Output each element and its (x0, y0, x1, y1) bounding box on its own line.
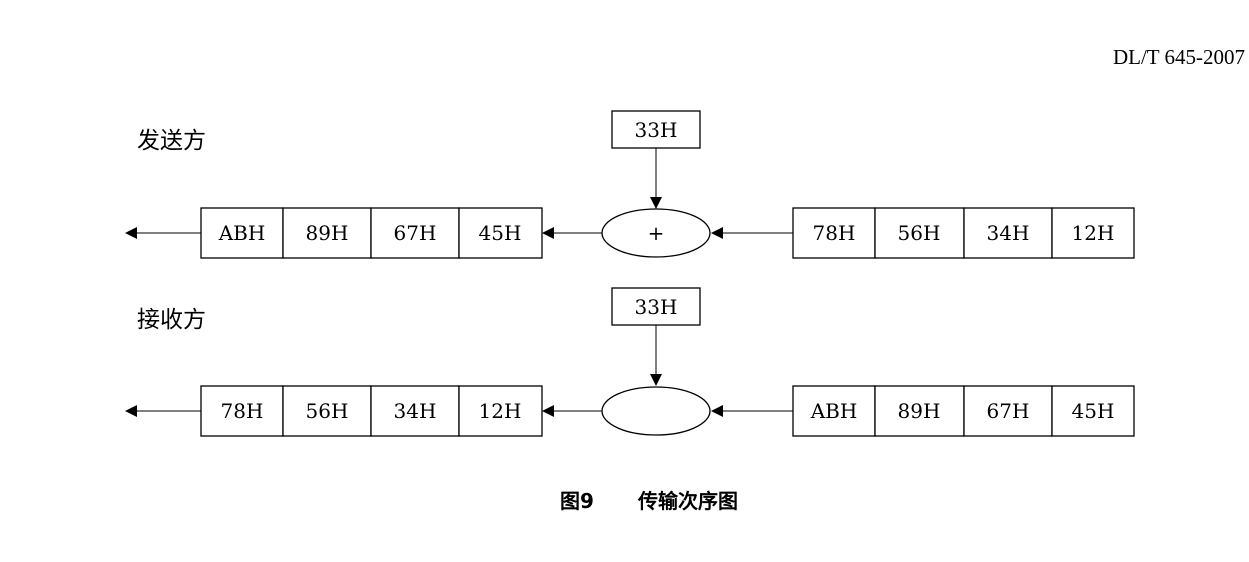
sender-input-text: 56H (898, 221, 941, 245)
receiver-input-cell (874, 385, 965, 437)
sender-operator-symbol: + (648, 221, 665, 245)
receiver-constant-box: 33H (611, 287, 701, 326)
receiver-output-text: 56H (306, 399, 349, 423)
receiver-input-cell (792, 385, 876, 437)
sender-output-text: 45H (479, 221, 522, 245)
receiver-input-text: 45H (1072, 399, 1115, 423)
figure-title: 传输次序图 (637, 489, 738, 513)
receiver-output-cell (458, 385, 543, 437)
sender-input-text: 12H (1072, 221, 1115, 245)
receiver-input-arrowhead (711, 405, 723, 417)
sender-label: 发送方 (137, 128, 206, 154)
receiver-input-text: ABH (810, 399, 858, 423)
receiver-output-cell (200, 385, 284, 437)
sender-down-arrowhead (650, 197, 662, 209)
sender-constant-text: 33H (635, 118, 678, 142)
receiver-operator-node (601, 386, 711, 436)
receiver-input-bytes: ABH 89H 67H 45H (792, 385, 1135, 437)
sender-input-bytes: 78H 56H 34H 12H (792, 207, 1135, 259)
receiver-output-cell (282, 385, 372, 437)
receiver-output-text: 34H (394, 399, 437, 423)
receiver-input-cell (963, 385, 1053, 437)
figure-number: 图9 (560, 489, 594, 513)
sender-constant-box: 33H (611, 110, 701, 149)
sender-output-text: 89H (306, 221, 349, 245)
document-id: DL/T 645-2007 (1113, 45, 1245, 69)
sender-output-text: 67H (394, 221, 437, 245)
receiver-constant-text: 33H (635, 295, 678, 319)
receiver-input-cell (1051, 385, 1135, 437)
sender-input-text: 78H (813, 221, 856, 245)
sender-input-cell (1051, 207, 1135, 259)
sender-operator-arrowhead (542, 227, 554, 239)
receiver-down-arrowhead (650, 374, 662, 386)
receiver-output-text: 12H (479, 399, 522, 423)
receiver-exit-arrowhead (125, 405, 137, 417)
sender-output-bytes: ABH 89H 67H 45H (200, 207, 543, 259)
receiver-input-text: 89H (898, 399, 941, 423)
sender-exit-arrowhead (125, 227, 137, 239)
receiver-input-text: 67H (987, 399, 1030, 423)
sender-operator-node: + (601, 208, 711, 258)
receiver-output-text: 78H (221, 399, 264, 423)
sender-output-text: ABH (218, 221, 266, 245)
sender-output-cell (200, 207, 284, 259)
sender-output-cell (282, 207, 372, 259)
sender-output-cell (370, 207, 460, 259)
receiver-label: 接收方 (137, 307, 206, 333)
receiver-operator-arrowhead (542, 405, 554, 417)
receiver-output-cell (370, 385, 460, 437)
sender-input-text: 34H (987, 221, 1030, 245)
receiver-output-bytes: 78H 56H 34H 12H (200, 385, 543, 437)
sender-input-arrowhead (711, 227, 723, 239)
